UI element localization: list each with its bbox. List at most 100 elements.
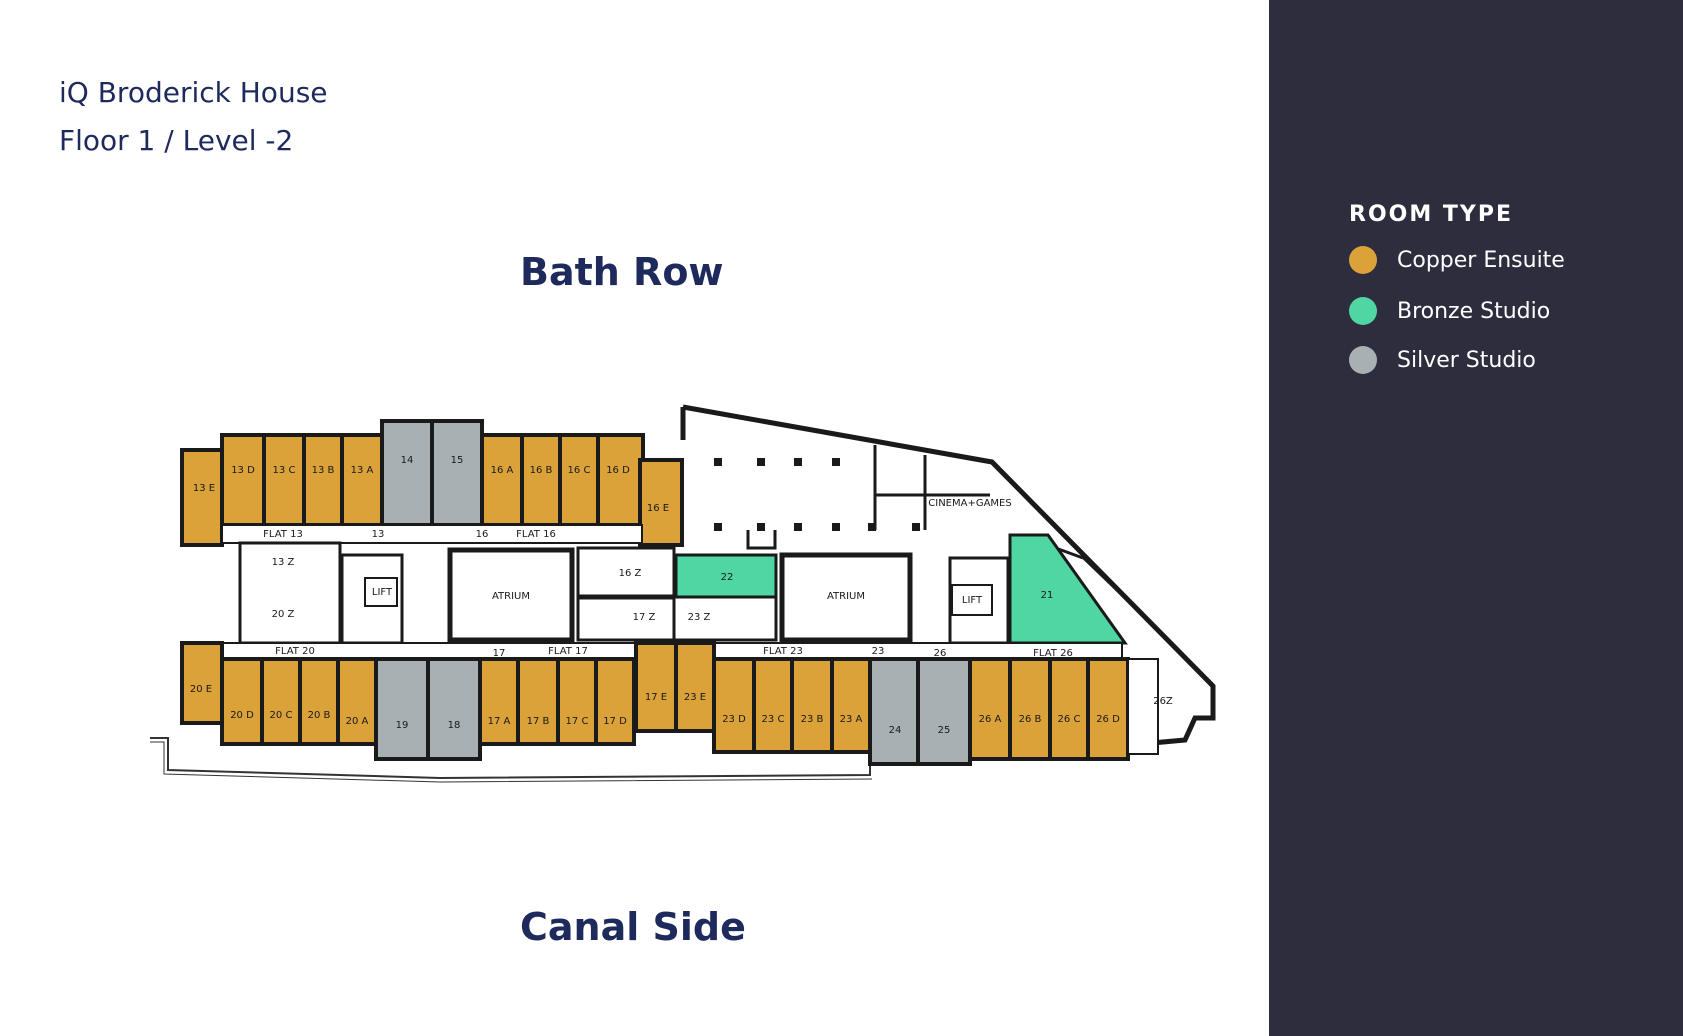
room-13B [302,433,344,527]
room-24 [868,657,920,766]
label-13Z: 13 Z [272,557,295,568]
room-19 [374,657,430,761]
room-labels: 13 E 13 D 13 C 13 B 13 A 14 15 16 A 16 B… [190,455,1120,736]
label-26C: 26 C [1058,714,1081,725]
room-16A [480,433,524,527]
label-flat17: FLAT 17 [548,646,588,657]
label-cinema: CINEMA+GAMES [928,498,1011,509]
bronze-dot-icon [1349,297,1377,325]
street-label-bottom: Canal Side [520,905,746,949]
room-18 [426,657,482,761]
label-17D: 17 D [603,716,627,727]
room-22 [674,553,778,599]
room-21 [1008,533,1128,645]
label-23Z: 23 Z [688,612,711,623]
room-13C [262,433,306,527]
room-13E [180,448,224,547]
room-20A [336,657,378,746]
room-25 [916,657,972,766]
legend-item-silver: Silver Studio [1349,344,1536,376]
label-16D: 16 D [606,465,630,476]
legend-label-bronze: Bronze Studio [1397,298,1551,324]
label-lift-west: LIFT [372,587,393,598]
room-20D [220,657,264,746]
label-flat20: FLAT 20 [275,646,315,657]
label-17A: 17 A [488,716,511,727]
silver-dot-icon [1349,346,1377,374]
legend-item-bronze: Bronze Studio [1349,295,1550,327]
label-23B: 23 B [801,714,824,725]
label-23D: 23 D [722,714,746,725]
room-14 [380,419,434,527]
label-atrium-west: ATRIUM [492,591,530,602]
legend-item-copper: Copper Ensuite [1349,244,1565,276]
label-16C: 16 C [568,465,591,476]
terrace-outline [150,737,873,783]
label-13B: 13 B [312,465,335,476]
room-26Z-box [1127,658,1159,755]
label-26B: 26 B [1019,714,1042,725]
room-16C [558,433,600,527]
copper-dot-icon [1349,246,1377,274]
room-23A [830,657,872,754]
label-26Z: 26Z [1153,696,1173,707]
room-15 [430,419,484,527]
label-16A: 16 A [491,465,514,476]
core [238,541,1010,645]
label-lift-east: LIFT [962,595,983,606]
floor-level: Floor 1 / Level -2 [59,124,294,157]
room-20C [260,657,302,746]
label-flat23: FLAT 23 [763,646,803,657]
label-22: 22 [721,572,734,583]
label-20B: 20 B [308,710,331,721]
label-20Z: 20 Z [272,609,295,620]
north-corridor [221,524,643,544]
room-17D [594,657,636,746]
label-flat13: FLAT 13 [263,529,303,540]
label-flat26: FLAT 26 [1033,648,1073,659]
label-20D: 20 D [230,710,254,721]
label-24: 24 [889,725,902,736]
room-13A [340,433,384,527]
room-16B [520,433,562,527]
label-26D: 26 D [1096,714,1120,725]
legend-label-copper: Copper Ensuite [1397,247,1565,273]
label-atrium-east: ATRIUM [827,591,865,602]
room-20E [180,641,224,725]
label-14: 14 [401,455,414,466]
street-label-top: Bath Row [520,250,724,294]
label-13D: 13 D [231,465,255,476]
label-23E: 23 E [684,692,706,703]
legend-label-silver: Silver Studio [1397,347,1536,373]
legend-title: ROOM TYPE [1349,202,1513,227]
room-26B [1008,657,1052,761]
room-23D [712,657,756,754]
room-16E [638,458,684,547]
label-18: 18 [448,720,461,731]
room-17A [478,657,520,746]
label-21: 21 [1041,590,1054,601]
label-26A: 26 A [979,714,1002,725]
room-17B [516,657,560,746]
label-n16: 16 [476,529,489,540]
label-n13: 13 [372,529,385,540]
label-17Z: 17 Z [633,612,656,623]
room-26C [1048,657,1090,761]
hall-walls [746,445,990,550]
label-13E: 13 E [193,483,215,494]
label-20C: 20 C [270,710,293,721]
label-17E: 17 E [645,692,667,703]
label-17B: 17 B [527,716,550,727]
label-20E: 20 E [190,684,212,695]
room-23C [752,657,794,754]
label-16Z: 16 Z [619,568,642,579]
label-15: 15 [451,455,464,466]
building-name: iQ Broderick House [59,76,328,109]
legend-panel: ROOM TYPE Copper Ensuite Bronze Studio S… [1269,0,1683,1036]
room-23B [790,657,834,754]
label-n17: 17 [493,648,506,659]
plan-labels: FLAT 13 13 16 FLAT 16 13 Z 20 Z 16 Z 17 … [263,498,1173,707]
label-23A: 23 A [840,714,863,725]
label-16B: 16 B [530,465,553,476]
label-23C: 23 C [762,714,785,725]
